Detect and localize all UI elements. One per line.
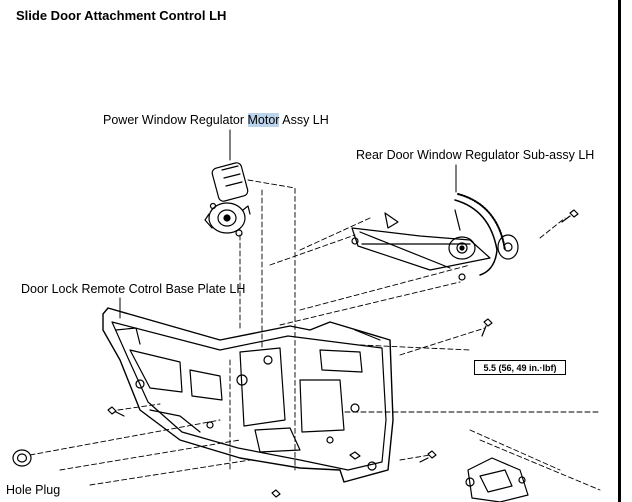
page-title: Slide Door Attachment Control LH — [16, 8, 227, 23]
bolts — [107, 209, 579, 498]
exploded-view-drawing — [12, 129, 601, 502]
hole-plug-label: Hole Plug — [6, 483, 61, 497]
regulator-label: Rear Door Window Regulator Sub-assy LH — [356, 148, 595, 162]
lock-actuator-part — [465, 457, 529, 502]
regulator-part — [351, 193, 519, 281]
base-plate-label: Door Lock Remote Cotrol Base Plate LH — [21, 282, 246, 296]
motor-label-highlight: Motor — [247, 113, 280, 127]
leader-lines — [119, 129, 457, 319]
motor-assy-label: Power Window Regulator Motor Assy LH — [103, 113, 329, 127]
motor-label-suffix: Assy LH — [279, 113, 329, 127]
hole-plug-part — [12, 449, 32, 467]
motor-assy-part — [204, 162, 251, 237]
motor-label-prefix: Power Window Regulator — [103, 113, 248, 127]
base-plate-part — [102, 307, 394, 483]
page-edge-divider — [618, 0, 621, 502]
dashed-assembly-lines — [29, 179, 601, 491]
torque-spec-box: 5.5 (56, 49 in.·lbf) — [474, 360, 566, 375]
